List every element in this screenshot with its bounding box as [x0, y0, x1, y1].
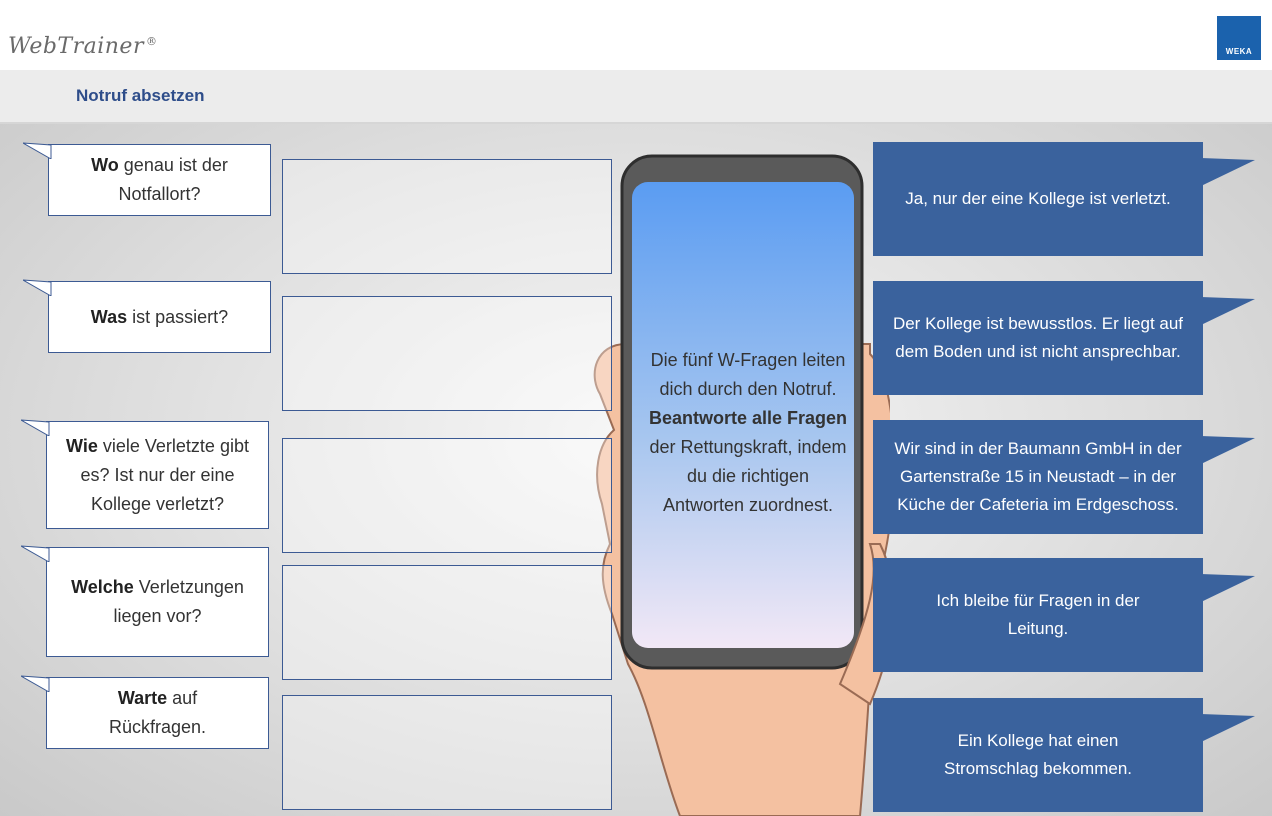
- bubble-tail-icon: [23, 279, 52, 296]
- weka-logo-text: WEKA: [1225, 47, 1253, 56]
- header: WebTrainer® WEKA: [0, 0, 1272, 70]
- registered-mark: ®: [145, 34, 158, 48]
- question-was-bold: Was: [90, 306, 128, 327]
- bubble-tail-icon: [1201, 297, 1255, 325]
- phone-text-bold: Beantworte alle Fragen: [648, 408, 848, 428]
- answer-card-5[interactable]: Ein Kollege hat einen Stromschlag bekomm…: [873, 698, 1255, 812]
- bubble-tail-icon: [23, 142, 52, 159]
- bubble-tail-icon: [21, 419, 50, 436]
- question-wo-text: genau ist der Notfallort?: [118, 155, 228, 204]
- answer-dropzone-4[interactable]: [282, 565, 612, 680]
- question-warte-bold: Warte: [117, 688, 168, 708]
- bubble-tail-icon: [1201, 158, 1255, 186]
- question-welche-text: Verletzungen liegen vor?: [113, 577, 244, 626]
- phone-text-1: Die fünf W-Fragen leiten dich durch den …: [650, 350, 846, 399]
- bubble-tail-icon: [21, 675, 50, 692]
- answer-card-3[interactable]: Wir sind in der Baumann GmbH in der Gart…: [873, 420, 1255, 534]
- question-wo: Wo genau ist der Notfallort?: [23, 142, 271, 216]
- exercise-stage: Die fünf W-Fragen leiten dich durch den …: [0, 124, 1272, 816]
- phone-instruction: Die fünf W-Fragen leiten dich durch den …: [648, 346, 848, 520]
- logo-text: WebTrainer: [8, 34, 144, 59]
- question-was: Was ist passiert?: [23, 279, 271, 353]
- question-wie-text: viele Verletzte gibt es? Ist nur der ein…: [80, 435, 249, 514]
- answer-text-3: Wir sind in der Baumann GmbH in der Gart…: [894, 439, 1182, 514]
- question-warte: Warte auf Rückfragen.: [21, 675, 269, 749]
- bubble-tail-icon: [1201, 574, 1255, 602]
- question-wo-bold: Wo: [91, 155, 119, 175]
- question-wie: Wie viele Verletzte gibt es? Ist nur der…: [21, 419, 269, 529]
- question-warte-text: auf Rückfragen.: [108, 688, 207, 737]
- phone-screen: [632, 182, 854, 648]
- question-was-text: ist passiert?: [127, 306, 229, 327]
- answer-card-4[interactable]: Ich bleibe für Fragen in der Leitung.: [873, 558, 1255, 672]
- bubble-tail-icon: [1201, 436, 1255, 464]
- page-title: Notruf absetzen: [76, 86, 205, 105]
- answer-dropzone-5[interactable]: [282, 695, 612, 810]
- webtrainer-logo: WebTrainer®: [8, 34, 157, 59]
- bubble-tail-icon: [1201, 714, 1255, 742]
- bubble-tail-icon: [21, 545, 50, 562]
- question-welche-bold: Welche: [71, 577, 134, 597]
- answer-text-4: Ich bleibe für Fragen in der Leitung.: [936, 591, 1140, 638]
- title-bar: Notruf absetzen: [0, 70, 1272, 124]
- answer-text-5: Ein Kollege hat einen Stromschlag bekomm…: [943, 731, 1133, 778]
- answer-dropzone-3[interactable]: [282, 438, 612, 553]
- phone-illustration: [593, 154, 890, 816]
- question-wie-bold: Wie: [66, 435, 98, 456]
- answer-dropzone-1[interactable]: [282, 159, 612, 274]
- answer-card-2[interactable]: Der Kollege ist bewusstlos. Er liegt auf…: [873, 281, 1255, 395]
- answer-text-2: Der Kollege ist bewusstlos. Er liegt auf…: [892, 314, 1184, 361]
- question-welche: Welche Verletzungen liegen vor?: [21, 545, 269, 657]
- answer-card-1[interactable]: Ja, nur der eine Kollege ist verletzt.: [873, 142, 1255, 256]
- answer-text-1: Ja, nur der eine Kollege ist verletzt.: [905, 189, 1171, 208]
- weka-logo: WEKA: [1217, 16, 1261, 60]
- phone-text-2: der Rettungskraft, indem du die richtige…: [649, 437, 847, 515]
- answer-dropzone-2[interactable]: [282, 296, 612, 411]
